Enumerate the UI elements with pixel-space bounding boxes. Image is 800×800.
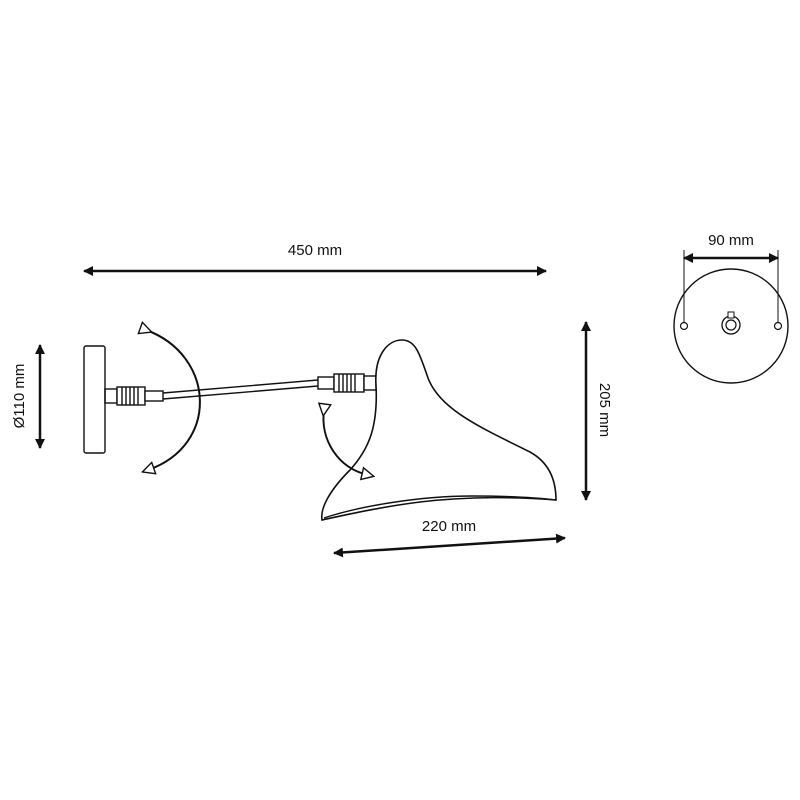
backplate-width-label: 90 mm [708,232,754,249]
arm-rotation-indicator [146,330,201,470]
lamp-shade [321,339,557,521]
overall-length-label: 450 mm [288,242,342,259]
shade-tilt-arrow [323,410,368,475]
shade-width-dimension: 220 mm [333,518,566,558]
overall-length-dimension: 450 mm [83,242,547,276]
lamp-shade-rim [323,495,557,519]
backplate-diameter-dimension: Ø110 mm [11,344,45,449]
shade-swivel-joint [317,373,377,393]
shade-width-label: 220 mm [422,518,476,535]
mounting-screw-right-icon [773,321,783,331]
wall-swivel-joint [116,386,164,406]
backplate-width-dimension: 90 mm [683,232,779,322]
backplate-side [83,345,106,454]
shade-height-label: 205 mm [596,383,613,437]
shade-height-dimension: 205 mm [581,321,613,501]
mounting-screw-left-icon [679,321,689,331]
lamp-arm-rod [162,379,319,400]
mount-collar [104,388,118,404]
backplate-front-view [673,268,789,384]
center-knob-icon [721,311,741,335]
arm-rotation-arrow [146,330,201,470]
backplate-diameter-label: Ø110 mm [11,364,28,429]
shade-tilt-indicator [323,410,368,475]
shade-width-arrow [333,533,566,558]
lamp-side-view [83,339,557,521]
